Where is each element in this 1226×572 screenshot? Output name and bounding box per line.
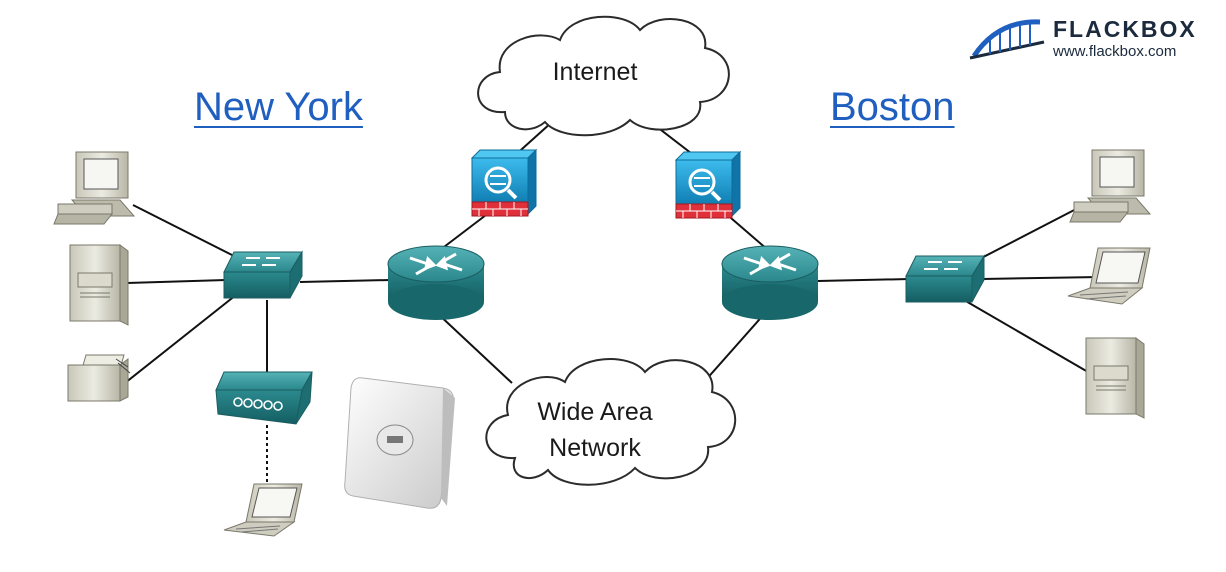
- router-icon: [721, 245, 819, 320]
- server-icon: [69, 244, 129, 326]
- wan-label-line-1: Wide Area: [537, 398, 653, 426]
- router-icon: [387, 245, 485, 320]
- link-bos-router-wan: [703, 311, 767, 383]
- logo-name: FLACKBOX: [1053, 16, 1197, 42]
- link-ny-router-wan: [435, 311, 513, 384]
- bridge-logo-icon: [969, 19, 1045, 60]
- flackbox-logo: FLACKBOX www.flackbox.com: [968, 12, 1218, 68]
- wan-cloud-label: Wide Area Network: [500, 394, 690, 466]
- link-ny-printer-switch: [124, 294, 237, 384]
- printer-icon: [67, 354, 131, 402]
- firewall-icon: [674, 150, 742, 219]
- desktop-pc-icon: [53, 151, 136, 225]
- wan-label-line-2: Network: [549, 434, 641, 462]
- connections: [124, 119, 1101, 487]
- wireless-controller-icon: [215, 371, 313, 425]
- switch-icon: [905, 254, 985, 303]
- link-bos-switch-pc: [965, 206, 1081, 267]
- access-point-icon: [344, 377, 455, 509]
- server-icon: [1085, 337, 1145, 419]
- logo-url: www.flackbox.com: [1053, 43, 1177, 60]
- internet-cloud: [477, 15, 730, 137]
- link-ny-server-switch: [125, 279, 227, 284]
- firewall-icon: [470, 148, 538, 217]
- laptop-icon: [223, 483, 303, 537]
- site-title-boston[interactable]: Boston: [830, 85, 955, 129]
- desktop-pc-icon: [1069, 149, 1152, 223]
- site-title-new-york[interactable]: New York: [194, 85, 363, 129]
- link-bos-router-switch: [817, 278, 911, 282]
- link-ny-router-firewall: [439, 214, 487, 251]
- link-ny-pc-switch: [132, 204, 233, 256]
- internet-cloud-label: Internet: [552, 58, 638, 86]
- link-bos-switch-laptop: [981, 276, 1101, 280]
- wan-cloud: [485, 358, 737, 486]
- laptop-icon: [1067, 247, 1151, 305]
- link-ny-switch-router: [299, 279, 391, 283]
- switch-icon: [223, 250, 303, 299]
- link-bos-switch-server: [963, 299, 1089, 373]
